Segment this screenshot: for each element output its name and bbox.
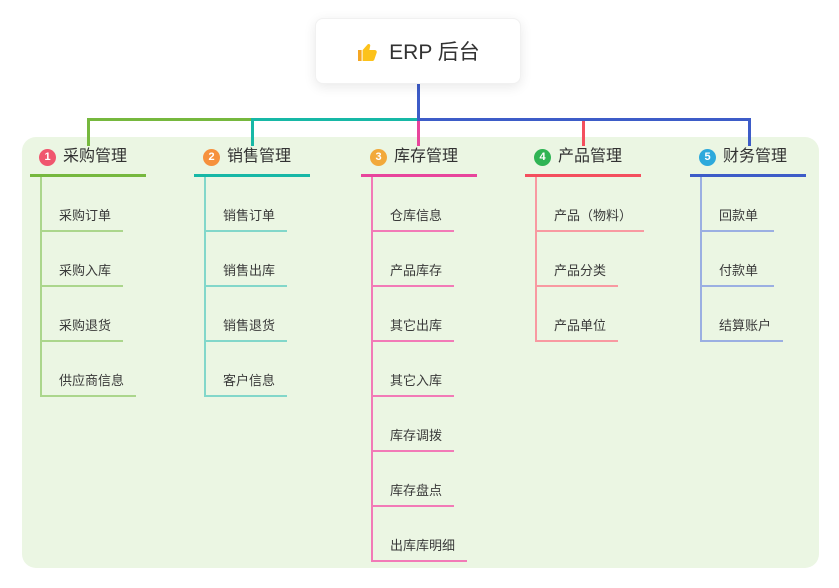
connector-drop-purchase <box>87 118 90 146</box>
badge-1: 1 <box>39 148 56 166</box>
badge-3: 3 <box>370 148 387 166</box>
branch-label: 财务管理 <box>723 148 788 165</box>
root-label: ERP 后台 <box>389 41 480 64</box>
branch-finance: 5 财务管理 回款单 付款单 结算账户 <box>690 146 806 342</box>
child-node[interactable]: 其它出库 <box>373 287 455 342</box>
branch-product: 4 产品管理 产品（物料） 产品分类 产品单位 <box>525 146 645 342</box>
branch-sales: 2 销售管理 销售订单 销售出库 销售退货 客户信息 <box>194 146 310 397</box>
branch-children: 回款单 付款单 结算账户 <box>700 177 806 342</box>
branch-node-product[interactable]: 4 产品管理 <box>525 146 641 177</box>
child-node[interactable]: 供应商信息 <box>42 342 137 397</box>
connector-bus-finance <box>417 118 751 121</box>
connector-drop-finance <box>748 118 751 146</box>
child-node[interactable]: 回款单 <box>702 177 774 232</box>
badge-4: 4 <box>534 148 551 166</box>
child-node[interactable]: 付款单 <box>702 232 774 287</box>
child-node[interactable]: 库存盘点 <box>373 452 455 507</box>
branches-panel <box>22 137 819 568</box>
branch-node-sales[interactable]: 2 销售管理 <box>194 146 310 177</box>
branch-label: 采购管理 <box>63 148 128 165</box>
child-node[interactable]: 结算账户 <box>702 287 784 342</box>
branch-children: 采购订单 采购入库 采购退货 供应商信息 <box>40 177 146 397</box>
child-node[interactable]: 产品单位 <box>537 287 619 342</box>
connector-drop-sales <box>251 118 254 146</box>
branch-label: 产品管理 <box>558 148 623 165</box>
child-node[interactable]: 销售退货 <box>206 287 288 342</box>
child-node[interactable]: 客户信息 <box>206 342 288 397</box>
child-node[interactable]: 采购订单 <box>42 177 124 232</box>
connector-drop-inventory <box>417 121 420 146</box>
badge-2: 2 <box>203 148 220 166</box>
child-node[interactable]: 销售出库 <box>206 232 288 287</box>
connector-bus-purchase <box>87 118 254 121</box>
branch-label: 销售管理 <box>227 148 292 165</box>
child-node[interactable]: 采购退货 <box>42 287 124 342</box>
child-node[interactable]: 仓库信息 <box>373 177 455 232</box>
branch-label: 库存管理 <box>394 148 459 165</box>
connector-root-stem <box>417 84 420 121</box>
child-node[interactable]: 其它入库 <box>373 342 455 397</box>
child-node[interactable]: 出库库明细 <box>373 507 468 562</box>
branch-node-finance[interactable]: 5 财务管理 <box>690 146 806 177</box>
branch-children: 仓库信息 产品库存 其它出库 其它入库 库存调拨 库存盘点 出库库明细 <box>371 177 477 562</box>
child-node[interactable]: 采购入库 <box>42 232 124 287</box>
branch-node-purchase[interactable]: 1 采购管理 <box>30 146 146 177</box>
branch-purchase: 1 采购管理 采购订单 采购入库 采购退货 供应商信息 <box>30 146 146 397</box>
branch-node-inventory[interactable]: 3 库存管理 <box>361 146 477 177</box>
root-node-erp[interactable]: ERP 后台 <box>315 18 521 84</box>
branch-children: 产品（物料） 产品分类 产品单位 <box>535 177 645 342</box>
thumbs-up-icon <box>356 40 380 64</box>
child-node[interactable]: 产品库存 <box>373 232 455 287</box>
child-node[interactable]: 产品分类 <box>537 232 619 287</box>
connector-bus-sales <box>251 118 420 121</box>
branch-inventory: 3 库存管理 仓库信息 产品库存 其它出库 其它入库 库存调拨 库存盘点 出库库… <box>361 146 477 562</box>
child-node[interactable]: 库存调拨 <box>373 397 455 452</box>
badge-5: 5 <box>699 148 716 166</box>
connector-drop-product <box>582 121 585 146</box>
branch-children: 销售订单 销售出库 销售退货 客户信息 <box>204 177 310 397</box>
child-node[interactable]: 销售订单 <box>206 177 288 232</box>
child-node[interactable]: 产品（物料） <box>537 177 645 232</box>
